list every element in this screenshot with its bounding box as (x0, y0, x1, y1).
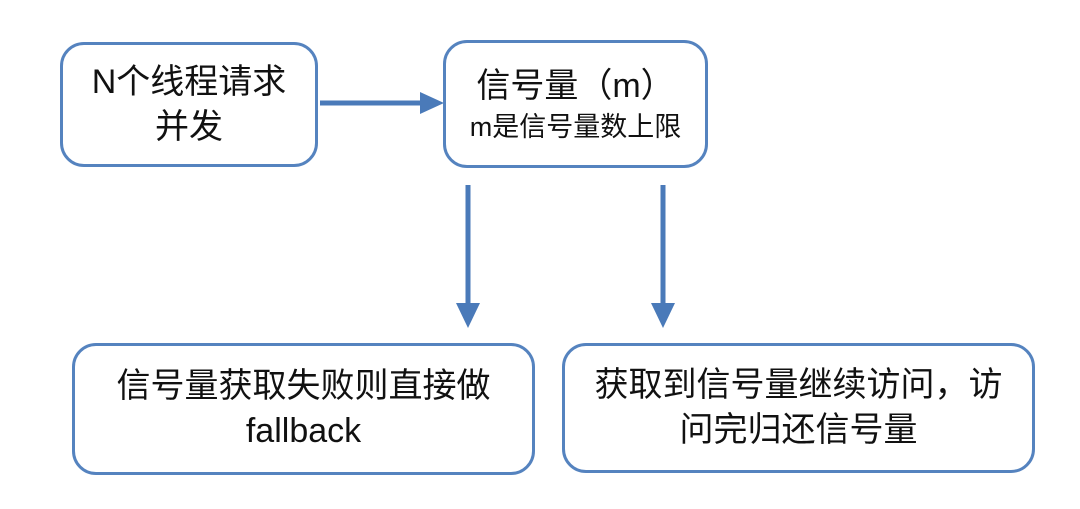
node-acquired-line-2: 问完归还信号量 (679, 411, 918, 449)
node-semaphore-subtitle: m是信号量数上限 (469, 111, 682, 142)
node-fallback-line-2: fallback (245, 412, 362, 450)
arrow-threads-to-semaphore-icon (320, 92, 444, 114)
node-threads-line-1: N个线程请求 (91, 62, 287, 101)
node-fallback: 信号量获取失败则直接做 fallback (72, 343, 535, 475)
node-threads: N个线程请求 并发 (60, 42, 318, 167)
arrow-semaphore-to-acquired-icon (651, 185, 675, 328)
arrow-semaphore-to-fallback-icon (456, 185, 480, 328)
node-threads-line-2: 并发 (155, 107, 223, 146)
node-acquired: 获取到信号量继续访问，访 问完归还信号量 (562, 343, 1035, 473)
node-semaphore-title: 信号量（m） (476, 66, 675, 105)
node-fallback-line-1: 信号量获取失败则直接做 (116, 367, 491, 406)
node-semaphore: 信号量（m） m是信号量数上限 (443, 40, 708, 168)
node-acquired-line-1: 获取到信号量继续访问，访 (594, 366, 1003, 405)
